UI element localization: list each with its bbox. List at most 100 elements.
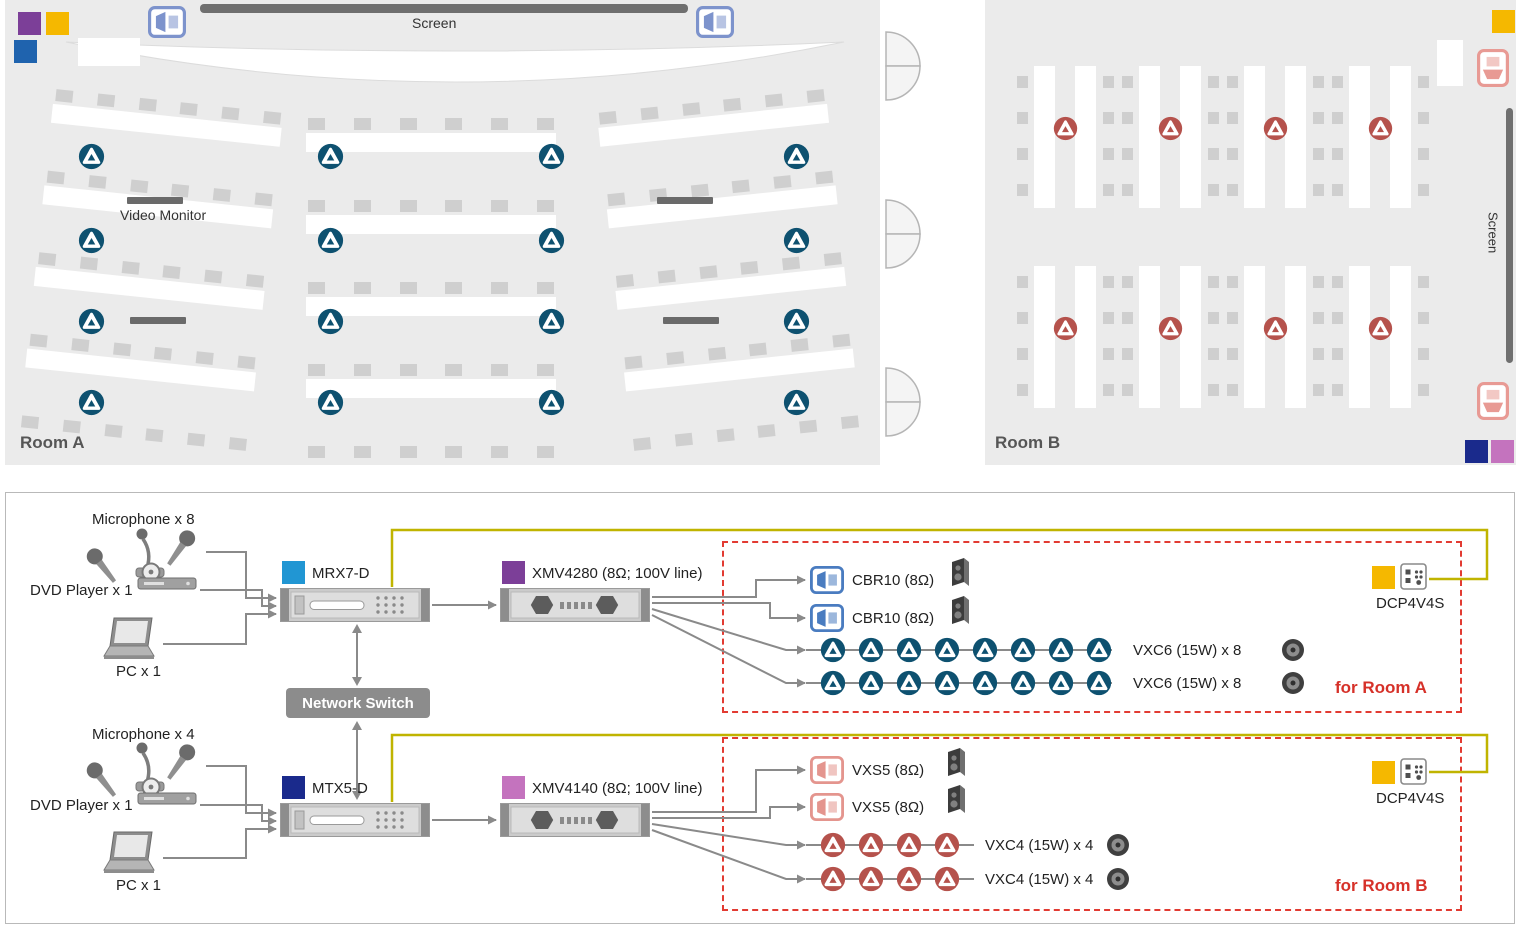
- dcp-location-marker-a: [46, 12, 69, 35]
- cbr10-label-1: CBR10 (8Ω): [852, 572, 935, 589]
- chair: [624, 355, 643, 370]
- stage-front-arc: [65, 41, 845, 83]
- vxc6-ceiling-speaker-icon: [1010, 637, 1036, 663]
- xmv4140-amplifier-unit: [500, 803, 650, 837]
- chair: [145, 428, 164, 443]
- chair: [537, 446, 554, 458]
- chair: [707, 346, 726, 361]
- dcp-location-marker-b: [1492, 10, 1515, 33]
- chair: [212, 188, 232, 202]
- chair: [204, 269, 223, 284]
- vxc6-ceiling-speaker-icon: [858, 637, 884, 663]
- vxc6-ceiling-speaker-icon: [78, 227, 105, 254]
- chair: [162, 265, 181, 280]
- chair: [308, 282, 325, 294]
- vxc6-ceiling-speaker-icon: [934, 670, 960, 696]
- chair: [633, 437, 652, 451]
- vxc4-label-1: VXC4 (15W) x 4: [985, 837, 1094, 854]
- room-b-screen-label: Screen: [1485, 212, 1501, 254]
- vxc6-ceiling-speaker-icon: [317, 389, 344, 416]
- door-icon: [885, 31, 921, 437]
- chair: [1017, 76, 1028, 88]
- vxc6-ceiling-speaker-icon: [1086, 670, 1112, 696]
- video-monitor-label: Video Monitor: [120, 207, 207, 223]
- chair: [245, 274, 265, 288]
- vxc4-ceiling-speaker-icon: [1263, 116, 1288, 141]
- vxc4-ceiling-speaker-icon: [1158, 316, 1183, 341]
- table: [1034, 266, 1055, 408]
- chair: [195, 351, 214, 365]
- control-console-a: [78, 38, 140, 66]
- chair: [1208, 112, 1219, 124]
- chair: [1103, 184, 1114, 196]
- vxc6-ceiling-speaker-icon: [783, 389, 810, 416]
- vxc6-ceiling-speaker-icon: [820, 670, 846, 696]
- chair: [221, 106, 240, 121]
- table: [306, 215, 556, 234]
- chair: [1122, 312, 1133, 324]
- chair: [353, 446, 371, 458]
- chair: [1017, 312, 1028, 324]
- chair: [615, 274, 635, 288]
- table: [1349, 66, 1370, 208]
- chair: [1332, 384, 1343, 396]
- chair: [1313, 148, 1324, 160]
- chair: [823, 252, 842, 266]
- chair: [71, 338, 90, 352]
- chair: [1227, 76, 1238, 88]
- chair: [1313, 384, 1324, 396]
- chair: [1227, 112, 1238, 124]
- chair: [121, 260, 140, 275]
- xmv4140-label: XMV4140 (8Ω; 100V line): [532, 780, 703, 797]
- chair: [445, 200, 463, 212]
- vxc4-ceiling-speaker-icon: [820, 866, 846, 892]
- vxs5-label-2: VXS5 (8Ω): [852, 799, 925, 816]
- room-b-zone-label: for Room B: [1335, 876, 1428, 895]
- vxc4-ceiling-speaker-icon: [1368, 116, 1393, 141]
- chair: [640, 106, 659, 121]
- chair: [263, 110, 282, 125]
- mrx7d-location-marker: [14, 40, 37, 63]
- vxc4-ceiling-speaker-icon: [934, 866, 960, 892]
- chair: [1418, 184, 1429, 196]
- vxc6-label-1: VXC6 (15W) x 8: [1133, 642, 1242, 659]
- chair: [1418, 312, 1429, 324]
- chair: [171, 183, 190, 198]
- mtx5d-rack-unit: [280, 803, 430, 837]
- chair: [308, 118, 325, 130]
- chair: [1122, 76, 1133, 88]
- chair: [237, 355, 256, 370]
- table: [1390, 66, 1411, 208]
- ceiling-speaker-photo-icon: [1280, 638, 1306, 662]
- chair: [1332, 312, 1343, 324]
- dvd-player-label-b: DVD Player x 1: [30, 797, 133, 814]
- chair: [1122, 112, 1133, 124]
- table: [306, 297, 556, 316]
- xmv4280-label: XMV4280 (8Ω; 100V line): [532, 565, 703, 582]
- network-switch: Network Switch: [286, 688, 430, 718]
- vxc4-ceiling-speaker-icon: [1263, 316, 1288, 341]
- chair: [353, 200, 371, 212]
- chair: [112, 342, 131, 357]
- chair: [1313, 112, 1324, 124]
- chair: [681, 102, 701, 116]
- chair: [1017, 348, 1028, 360]
- dvd-player-icon-a: [136, 562, 198, 592]
- chair: [1103, 348, 1114, 360]
- chair: [1332, 184, 1343, 196]
- table: [33, 266, 265, 310]
- chair: [1208, 184, 1219, 196]
- chair: [308, 446, 325, 458]
- chair: [1122, 348, 1133, 360]
- chair: [690, 183, 709, 198]
- vxc4-ceiling-speaker-icon: [1368, 316, 1393, 341]
- chair: [46, 170, 65, 185]
- vxs5-label-1: VXS5 (8Ω): [852, 762, 925, 779]
- video-monitor-icon: [127, 197, 183, 204]
- chair: [1418, 276, 1429, 288]
- mrx7d-color-chip: [282, 561, 305, 584]
- chair: [757, 424, 776, 438]
- dcp4v4s-label-b: DCP4V4S: [1376, 790, 1445, 807]
- table: [1139, 266, 1160, 408]
